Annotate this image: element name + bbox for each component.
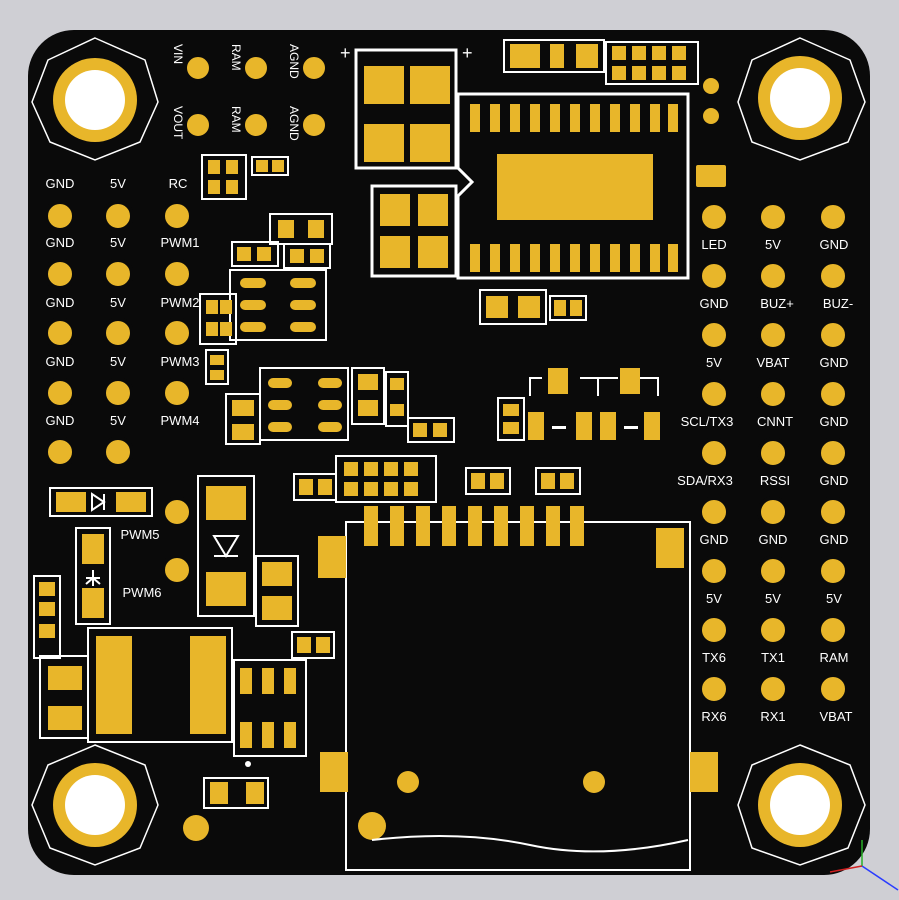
right-label-c3-7: 5V	[826, 591, 842, 606]
right-label-c2-5: RSSI	[759, 473, 791, 488]
right-label-c2-1: 5V	[765, 237, 781, 252]
right-label-c1-2: GND	[699, 296, 729, 311]
top-vias	[696, 78, 726, 187]
right-label-c2-9: RX1	[760, 709, 786, 724]
left-lower-components	[33, 475, 335, 841]
capacitor-block-2	[370, 184, 458, 278]
left-label-gnd-1: GND	[45, 176, 75, 191]
top-pad-group	[183, 53, 329, 140]
right-label-c1-7: 5V	[706, 591, 722, 606]
right-label-c2-6: GND	[758, 532, 788, 547]
left-label-pwm1: PWM1	[160, 235, 200, 250]
pad-label-ram-1: RAM	[229, 44, 243, 71]
mounting-hole-top-left	[31, 37, 159, 161]
right-label-c2-8: TX1	[761, 650, 785, 665]
right-label-c1-8: TX6	[702, 650, 726, 665]
mounting-hole-top-right	[737, 37, 866, 161]
right-label-c1-6: GND	[699, 532, 729, 547]
right-label-c1-5: SDA/RX3	[677, 473, 733, 488]
pad-label-vout: VOUT	[171, 106, 185, 140]
pad-label-agnd-1: AGND	[287, 44, 301, 79]
left-label-pwm3: PWM3	[160, 354, 200, 369]
left-label-5v-2: 5V	[110, 235, 126, 250]
left-header-pads	[44, 200, 193, 586]
pad-label-agnd-2: AGND	[287, 106, 301, 141]
axis-gizmo	[829, 840, 899, 891]
left-label-gnd-4: GND	[45, 354, 75, 369]
resistor-row	[293, 455, 581, 503]
mounting-hole-bottom-right	[737, 744, 866, 866]
regulator-ic-pins	[470, 104, 678, 272]
polarity-mark-right: +	[462, 43, 473, 63]
right-label-c3-1: GND	[819, 237, 849, 252]
left-label-rc: RC	[168, 176, 188, 191]
pad-label-vin: VIN	[171, 44, 185, 65]
right-label-c1-4: SCL/TX3	[680, 414, 734, 429]
capacitor-block	[354, 48, 458, 170]
right-label-c1-3: 5V	[706, 355, 722, 370]
right-label-c3-8: RAM	[819, 650, 849, 665]
left-label-5v-1: 5V	[110, 176, 126, 191]
regulator-ic	[456, 92, 690, 280]
pad-label-ram-2: RAM	[229, 106, 243, 133]
left-label-gnd-2: GND	[45, 235, 75, 250]
right-label-c1-1: LED	[701, 237, 727, 252]
right-label-c2-2: BUZ+	[760, 296, 794, 311]
left-label-pwm6: PWM6	[122, 585, 162, 600]
sd-card-socket	[318, 506, 718, 871]
top-smd-row	[503, 39, 699, 85]
left-label-5v-3: 5V	[110, 295, 126, 310]
left-label-gnd-3: GND	[45, 295, 75, 310]
right-label-c3-6: GND	[819, 532, 849, 547]
left-label-pwm5: PWM5	[120, 527, 160, 542]
right-label-c3-2: BUZ-	[822, 296, 854, 311]
left-label-5v-5: 5V	[110, 413, 126, 428]
right-label-c3-3: GND	[819, 355, 849, 370]
mounting-hole-bottom-left	[31, 744, 159, 866]
right-header-pads	[698, 201, 849, 705]
pwm-chip-1	[199, 213, 333, 385]
rc-resistor-array	[201, 154, 289, 200]
right-label-c2-7: 5V	[765, 591, 781, 606]
left-label-5v-4: 5V	[110, 354, 126, 369]
pwm-chip-2	[225, 367, 455, 445]
right-label-c3-5: GND	[819, 473, 849, 488]
mid-smd-cluster	[479, 289, 660, 441]
right-label-c3-4: GND	[819, 414, 849, 429]
polarity-mark-left: +	[340, 43, 351, 63]
right-label-c1-9: RX6	[701, 709, 727, 724]
left-label-pwm4: PWM4	[160, 413, 200, 428]
left-label-gnd-5: GND	[45, 413, 75, 428]
right-label-c3-9: VBAT	[819, 709, 853, 724]
right-label-c2-4: CNNT	[756, 414, 794, 429]
right-label-c2-3: VBAT	[756, 355, 790, 370]
left-label-pwm2: PWM2	[160, 295, 200, 310]
